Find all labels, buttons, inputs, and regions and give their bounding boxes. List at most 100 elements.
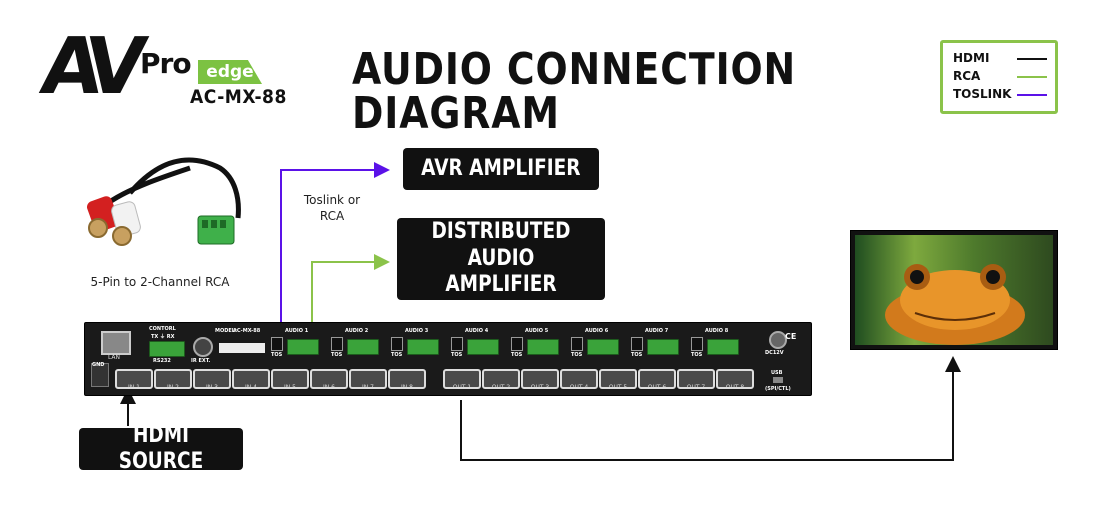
- model-value: AC-MX-88: [233, 328, 261, 334]
- toslink-port: [451, 337, 463, 351]
- audio-zone-label: AUDIO 3: [405, 328, 429, 334]
- rca-line: [311, 254, 390, 330]
- hdmi-input-label: IN 1: [128, 384, 140, 391]
- avr-amplifier-label: AVR AMPLIFIER: [403, 148, 599, 190]
- hdmi-input-port: [271, 369, 309, 389]
- toslink-port: [511, 337, 523, 351]
- hdmi-output-port: [521, 369, 559, 389]
- hdmi-input-port: [193, 369, 231, 389]
- diagram-title: AUDIO CONNECTION DIAGRAM: [352, 44, 797, 139]
- hdmi-input-label: IN 6: [323, 384, 335, 391]
- hdmi-output-port: [560, 369, 598, 389]
- toslink-port: [631, 337, 643, 351]
- audio-terminal-block: [347, 339, 379, 355]
- tos-label: TOS: [571, 352, 583, 358]
- power-port: [769, 331, 787, 349]
- audio-zone-label: AUDIO 7: [645, 328, 669, 334]
- legend-swatch-hdmi: [1017, 58, 1047, 60]
- avr-amplifier-text: AVR AMPLIFIER: [421, 155, 581, 181]
- audio-terminal-block: [707, 339, 739, 355]
- hdmi-output-port: [443, 369, 481, 389]
- hdmi-output-label: OUT 2: [491, 384, 511, 391]
- tos-label: TOS: [271, 352, 283, 358]
- logo-pro: Pro: [140, 47, 192, 80]
- hdmi-output-label: OUT 7: [686, 384, 706, 391]
- hdmi-input-label: IN 8: [401, 384, 413, 391]
- hdmi-input-label: IN 2: [167, 384, 179, 391]
- audio-zone-label: AUDIO 2: [345, 328, 369, 334]
- audio-terminal-block: [287, 339, 319, 355]
- tos-label: TOS: [511, 352, 523, 358]
- hdmi-input-port: [232, 369, 270, 389]
- toslink-port: [691, 337, 703, 351]
- lan-port: [101, 331, 131, 355]
- toslink-port: [571, 337, 583, 351]
- hdmi-output-label: OUT 1: [452, 384, 472, 391]
- hdmi-input-label: IN 5: [284, 384, 296, 391]
- toslink-line: [280, 162, 390, 330]
- ir-ext-port: [193, 337, 213, 357]
- legend: HDMI RCA TOSLINK: [940, 40, 1058, 114]
- hdmi-input-port: [388, 369, 426, 389]
- power-label: DC12V: [765, 350, 784, 356]
- hdmi-output-port: [599, 369, 637, 389]
- lan-label: LAN: [107, 354, 121, 361]
- distributed-amplifier-text: DISTRIBUTED AUDIO AMPLIFIER: [431, 219, 571, 298]
- hdmi-output-label: OUT 8: [725, 384, 745, 391]
- hdmi-input-label: IN 7: [362, 384, 374, 391]
- audio-zone-label: AUDIO 6: [585, 328, 609, 334]
- legend-item-toslink: TOSLINK: [953, 85, 1049, 103]
- audio-terminal-block: [587, 339, 619, 355]
- hdmi-output-port: [638, 369, 676, 389]
- audio-terminal-block: [527, 339, 559, 355]
- legend-swatch-rca: [1017, 76, 1047, 78]
- hdmi-input-port: [310, 369, 348, 389]
- hdmi-input-label: IN 4: [245, 384, 257, 391]
- audio-terminal-block: [407, 339, 439, 355]
- hdmi-output-port: [716, 369, 754, 389]
- serial-sticker: [219, 343, 265, 353]
- tos-label: TOS: [631, 352, 643, 358]
- usb-port: [773, 377, 783, 383]
- legend-label-hdmi: HDMI: [953, 51, 990, 65]
- ir-ext-label: IR EXT.: [191, 358, 211, 364]
- tos-label: TOS: [691, 352, 703, 358]
- legend-item-rca: RCA: [953, 67, 1049, 85]
- gnd-label: GND: [92, 362, 105, 368]
- hdmi-output-port: [482, 369, 520, 389]
- matrix-device: LAN CONTORL TX ⏚ RX RS232 IR EXT. MODEL:…: [84, 322, 812, 396]
- hdmi-input-label: IN 3: [206, 384, 218, 391]
- audio-terminal-block: [647, 339, 679, 355]
- rca-cable-image: [87, 157, 241, 246]
- audio-zone-label: AUDIO 4: [465, 328, 489, 334]
- distributed-amplifier-label: DISTRIBUTED AUDIO AMPLIFIER: [397, 218, 605, 300]
- legend-item-hdmi: HDMI: [953, 49, 1049, 67]
- hdmi-output-label: OUT 6: [647, 384, 667, 391]
- toslink-or-rca-label: Toslink or RCA: [303, 193, 361, 224]
- cable-caption: 5-Pin to 2-Channel RCA: [90, 275, 230, 289]
- tv-display: [850, 230, 1058, 350]
- usb-label: USB: [771, 370, 783, 376]
- hdmi-input-port: [154, 369, 192, 389]
- legend-swatch-toslink: [1017, 94, 1047, 96]
- hdmi-output-line: [460, 356, 961, 461]
- hdmi-output-label: OUT 4: [569, 384, 589, 391]
- toslink-port: [331, 337, 343, 351]
- tos-label: TOS: [451, 352, 463, 358]
- usb-sub-label: (SPI/CTL): [765, 386, 791, 392]
- product-model: AC-MX-88: [190, 86, 287, 108]
- hdmi-source-label: HDMI SOURCE: [79, 423, 243, 474]
- hdmi-output-label: OUT 5: [608, 384, 628, 391]
- toslink-port: [271, 337, 283, 351]
- tos-label: TOS: [331, 352, 343, 358]
- toslink-port: [391, 337, 403, 351]
- audio-zone-label: AUDIO 1: [285, 328, 309, 334]
- legend-label-rca: RCA: [953, 69, 981, 83]
- rs232-terminal: [149, 341, 185, 357]
- gnd-terminal: [91, 363, 109, 387]
- control-sub-label: TX ⏚ RX: [151, 334, 175, 340]
- hdmi-output-label: OUT 3: [530, 384, 550, 391]
- audio-terminal-block: [467, 339, 499, 355]
- legend-label-toslink: TOSLINK: [953, 87, 1012, 101]
